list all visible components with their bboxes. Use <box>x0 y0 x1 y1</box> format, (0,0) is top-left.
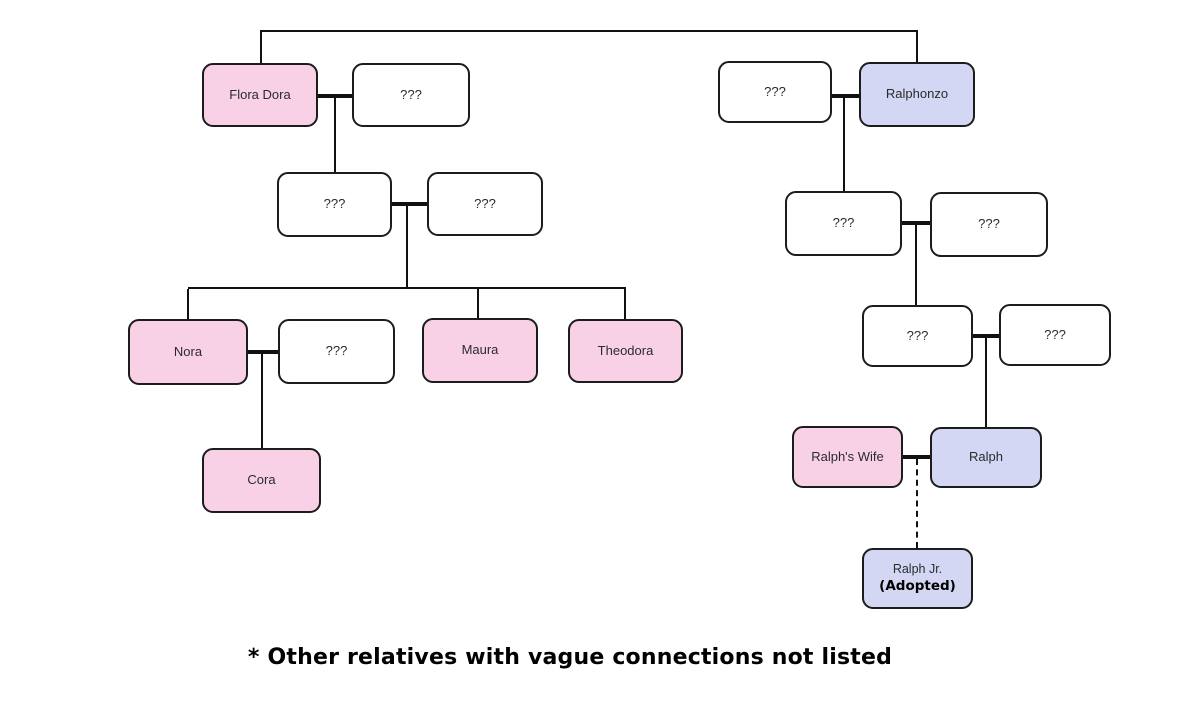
node-ralphs-wife: Ralph's Wife <box>792 426 903 488</box>
node-right-g1-spouse: ??? <box>718 61 832 123</box>
node-ralph-jr: Ralph Jr. (Adopted) <box>862 548 973 609</box>
connector-drop-theodora <box>624 289 626 319</box>
node-label: Maura <box>461 342 499 358</box>
node-maura: Maura <box>422 318 538 383</box>
connector-marriage-ralphonzo <box>832 94 859 98</box>
node-label: Ralph Jr. <box>892 562 943 577</box>
connector-drop-nora <box>187 289 189 319</box>
node-label: ??? <box>325 343 348 359</box>
connector-marriage-nora <box>248 350 278 354</box>
connector-right-g2-child-drop <box>915 225 917 305</box>
node-label: Nora <box>173 343 203 359</box>
node-label: ??? <box>400 86 422 102</box>
node-ralph: Ralph <box>930 427 1042 488</box>
node-label: ??? <box>832 215 855 231</box>
connector-top-drop-right <box>916 30 918 62</box>
connector-marriage-right-g2 <box>902 221 930 225</box>
connector-top-drop-left <box>260 30 262 63</box>
node-theodora: Theodora <box>568 319 683 383</box>
connector-drop-cora <box>261 354 263 448</box>
node-label: Ralphonzo <box>885 86 949 102</box>
connector-drop-maura <box>477 289 479 318</box>
footnote-text: * Other relatives with vague connections… <box>247 645 893 670</box>
node-label: ??? <box>906 327 929 343</box>
node-label: ??? <box>323 196 346 212</box>
node-flora-spouse: ??? <box>352 63 470 127</box>
node-label: Ralph <box>969 449 1003 465</box>
connector-flora-child-drop <box>334 98 336 172</box>
node-label: ??? <box>474 195 496 211</box>
connector-marriage-left-g2 <box>392 202 427 206</box>
node-right-g2-spouse: ??? <box>930 192 1048 257</box>
node-label: Ralph's Wife <box>811 448 884 464</box>
node-label: Cora <box>247 472 276 488</box>
node-sublabel-adopted: (Adopted) <box>879 577 956 594</box>
node-nora-spouse: ??? <box>278 319 395 384</box>
node-flora-dora: Flora Dora <box>202 63 318 127</box>
node-label: Flora Dora <box>229 86 291 102</box>
node-label: ??? <box>764 83 786 99</box>
node-right-g3-spouse: ??? <box>999 304 1111 366</box>
connector-marriage-flora <box>318 94 352 98</box>
node-right-g3-child: ??? <box>862 305 973 367</box>
connector-drop-ralph <box>985 338 987 427</box>
connector-adoption-dashed <box>916 459 918 548</box>
node-left-g2-child: ??? <box>277 172 392 237</box>
node-nora: Nora <box>128 319 248 385</box>
node-label: Theodora <box>597 342 654 358</box>
node-ralphonzo: Ralphonzo <box>859 62 975 127</box>
connector-top-horizontal <box>261 30 918 32</box>
node-right-g2-child: ??? <box>785 191 902 256</box>
node-left-g2-spouse: ??? <box>427 172 543 236</box>
node-cora: Cora <box>202 448 321 513</box>
connector-ralphonzo-child-drop <box>843 98 845 191</box>
connector-left-g2-child-drop <box>406 206 408 288</box>
node-label: ??? <box>1044 326 1066 342</box>
connector-marriage-ralph <box>903 455 930 459</box>
connector-sibling-bus <box>188 287 626 289</box>
connector-marriage-right-g3 <box>973 334 999 338</box>
node-label: ??? <box>978 216 1000 232</box>
